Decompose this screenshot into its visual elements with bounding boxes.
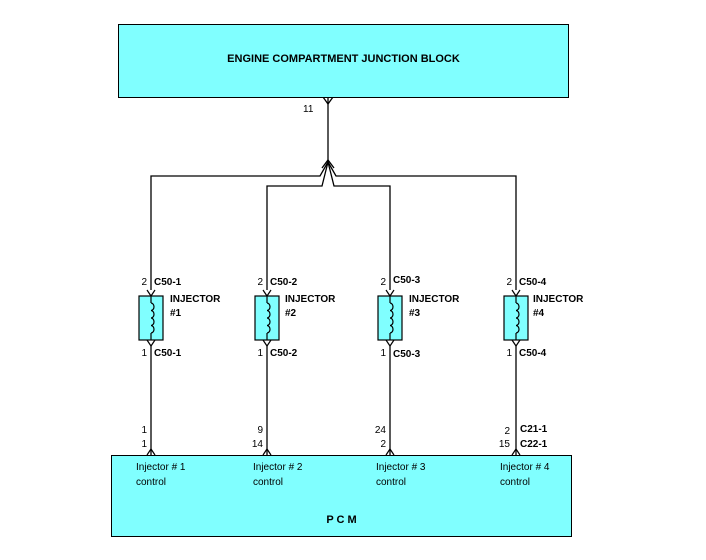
inj2-number: #2 [285,308,297,319]
inj2-bottom-connector-mark [262,339,272,348]
inj4-pcm-connector-b: C22-1 [520,439,548,450]
inj4-top-connector-mark [511,289,521,298]
inj4-bottom-connector-mark [511,339,521,348]
inj3-pcm-pin-b: 2 [380,439,386,450]
inj2-top-connector-mark [262,289,272,298]
branch-wire-3 [327,161,391,290]
inj4-pcm-pin-b: 15 [498,439,510,450]
pcm-title: P C M [326,514,357,526]
inj1-pcm-label: Injector # 1 [136,462,186,473]
inj3-top-pin: 2 [380,277,386,288]
inj4-number: #4 [533,308,545,319]
inj3-top-connector-mark [385,289,395,298]
inj3-pcm-label: Injector # 3 [376,462,426,473]
inj1-bottom-connector-mark [146,339,156,348]
inj4-label: INJECTOR [533,294,584,305]
inj1-pcm-label-2: control [136,477,167,488]
inj4-pcm-connector-a: C21-1 [520,424,548,435]
junction-block-pin: 11 [303,104,314,115]
inj1-bottom-connector: C50-1 [154,348,182,359]
branch-wire-4 [327,161,517,290]
inj2-coil [266,302,271,334]
inj4-pcm-label: Injector # 4 [500,462,550,473]
inj3-pcm-label-2: control [376,477,407,488]
inj2-top-connector: C50-2 [270,277,298,288]
inj1-number: #1 [170,308,182,319]
inj2-pcm-pin-a: 9 [257,425,263,436]
inj1-pcm-connector-mark [146,447,156,456]
inj2-label: INJECTOR [285,294,336,305]
inj1-label: INJECTOR [170,294,221,305]
inj4-coil [515,302,520,334]
inj4-bottom-pin: 1 [506,348,512,359]
inj3-bottom-pin: 1 [380,348,386,359]
branch-wire-2 [266,161,329,290]
inj4-bottom-connector: C50-4 [519,348,547,359]
inj1-bottom-pin: 1 [141,348,147,359]
inj4-pcm-label-2: control [500,477,531,488]
inj2-pcm-label-2: control [253,477,284,488]
inj3-bottom-connector: C50-3 [393,349,421,360]
inj3-label: INJECTOR [409,294,460,305]
inj3-coil [389,302,394,334]
inj1-top-connector: C50-1 [154,277,182,288]
inj1-pcm-pin-b: 1 [141,439,147,450]
inj4-pcm-pin-a: 2 [504,426,510,437]
inj2-pcm-label: Injector # 2 [253,462,303,473]
inj3-bottom-connector-mark [385,339,395,348]
inj3-top-connector: C50-3 [393,275,421,286]
inj2-bottom-connector: C50-2 [270,348,298,359]
inj3-pcm-pin-a: 24 [374,425,386,436]
inj2-bottom-pin: 1 [257,348,263,359]
junction-block-title: ENGINE COMPARTMENT JUNCTION BLOCK [227,53,460,65]
inj2-top-pin: 2 [257,277,263,288]
inj1-top-pin: 2 [141,277,147,288]
inj4-pcm-connector-mark [511,447,521,456]
inj1-coil [150,302,155,334]
junction-block [118,24,569,98]
inj1-top-connector-mark [146,289,156,298]
inj1-pcm-pin-a: 1 [141,425,147,436]
branch-wire-1 [150,161,329,290]
inj2-pcm-connector-mark [262,447,272,456]
splice-mark [321,158,335,169]
trunk-connector-mark [322,96,334,106]
inj3-number: #3 [409,308,421,319]
inj2-pcm-pin-b: 14 [251,439,263,450]
inj4-top-pin: 2 [506,277,512,288]
inj4-top-connector: C50-4 [519,277,547,288]
inj3-pcm-connector-mark [385,447,395,456]
pcm-block [111,455,572,537]
